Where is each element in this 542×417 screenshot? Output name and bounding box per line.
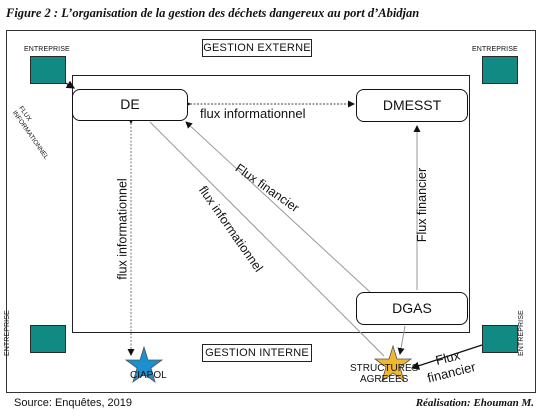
node-dmesst: DMESST bbox=[356, 89, 468, 122]
outer-frame bbox=[6, 30, 536, 393]
arrow-dgas-structures bbox=[397, 325, 406, 355]
entreprise-label-top-right: ENTREPRISE bbox=[472, 46, 518, 53]
gestion-interne-label: GESTION INTERNE bbox=[202, 344, 312, 362]
entreprise-box-bottom-right bbox=[482, 325, 518, 353]
gestion-externe-label: GESTION EXTERNE bbox=[202, 39, 312, 57]
arrow-de-structures bbox=[149, 121, 385, 357]
entreprise-label-top-left: ENTREPRISE bbox=[24, 46, 70, 53]
structures-star bbox=[373, 344, 413, 383]
realisation-note: Réalisation: Ehouman M. bbox=[415, 397, 534, 409]
flow-label-de-ciapol: flux informationnel bbox=[115, 178, 130, 280]
arrow-entreprise-structures bbox=[410, 344, 483, 370]
entreprise-label-bottom-left: ENTREPRISE bbox=[4, 310, 11, 356]
structures-agreees-label: STRUCTURES AGREEES bbox=[350, 363, 419, 385]
ciapol-label: CIAPOL bbox=[130, 370, 167, 381]
flow-label-dgas-dmesst: Flux financier bbox=[415, 167, 430, 243]
figure-title: Figure 2 : L’organisation de la gestion … bbox=[6, 6, 420, 20]
source-note: Source: Enquêtes, 2019 bbox=[14, 397, 133, 409]
node-de: DE bbox=[72, 89, 188, 121]
entreprise-box-top-right bbox=[482, 56, 518, 84]
entreprise-label-bottom-right: ENTREPRISE bbox=[518, 310, 525, 356]
entreprise-box-top-left bbox=[30, 56, 66, 84]
inner-frame-port bbox=[72, 75, 470, 333]
node-dgas: DGAS bbox=[356, 292, 468, 325]
arrow-dgas-de bbox=[185, 121, 371, 293]
flow-label-de-dmesst: flux informationnel bbox=[200, 106, 306, 121]
entreprise-box-bottom-left bbox=[30, 325, 66, 353]
ciapol-star bbox=[124, 345, 164, 384]
